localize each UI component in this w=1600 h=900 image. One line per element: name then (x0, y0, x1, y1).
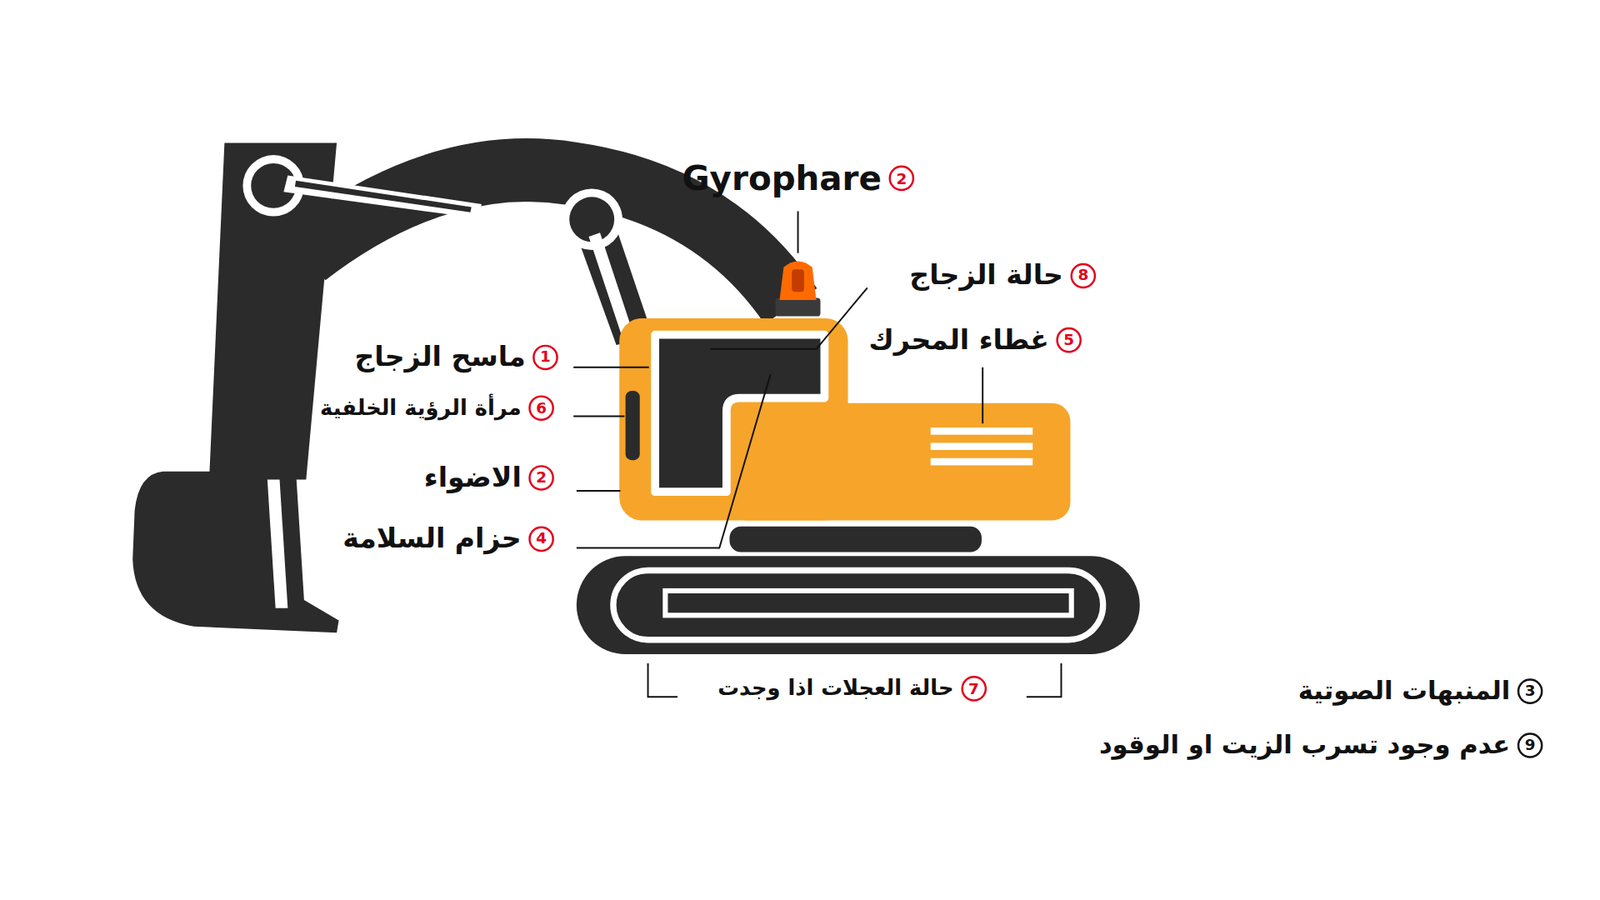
leader-line (797, 210, 800, 253)
callout-number: 5 (1055, 326, 1082, 353)
callout-label: عدم وجود تسرب الزيت او الوقود 9 (1099, 730, 1544, 761)
callout-number: 4 (528, 525, 555, 552)
callout-number: 1 (532, 344, 559, 370)
beacon-base (775, 298, 821, 317)
engine-vent (930, 427, 1033, 435)
leader-line (576, 490, 621, 492)
part-label: حزام السلامة (342, 522, 521, 556)
track-frame (665, 590, 1071, 615)
bracket (1026, 663, 1062, 697)
leader-line (981, 367, 984, 424)
bucket (132, 471, 339, 633)
part-label: ماسح الزجاج (354, 340, 525, 375)
engine-vent (930, 442, 1033, 450)
track (576, 555, 1140, 655)
hydraulic-rod (283, 175, 482, 219)
part-label: عدم وجود تسرب الزيت او الوقود (1099, 730, 1510, 761)
part-label: حالة العجلات اذا وجدت (717, 675, 954, 702)
rear-mirror (625, 390, 640, 460)
engine-body (728, 403, 1070, 521)
hydraulic-rod-core (295, 180, 472, 213)
callout-label: ماسح الزجاج 1 (354, 340, 558, 375)
beacon-dome (780, 260, 817, 300)
callout-number: 3 (1517, 678, 1544, 705)
part-label: غطاء المحرك (869, 323, 1050, 357)
callout-number: 6 (528, 395, 555, 421)
engine-vent (930, 458, 1033, 466)
callout-label: حزام السلامة 4 (342, 522, 555, 556)
callout-number: 7 (960, 675, 987, 702)
part-label: حالة الزجاج (909, 259, 1064, 293)
part-label: المنبهات الصوتية (1298, 675, 1511, 707)
callout-label: حالة العجلات اذا وجدت7 (717, 675, 986, 702)
leader-line (573, 415, 625, 418)
part-label: مرأة الرؤية الخلفية (320, 395, 522, 421)
callout-label: الاضواء2 (424, 460, 555, 495)
cylinder-rod (589, 232, 634, 335)
leader-line (710, 287, 868, 349)
callout-label: حالة الزجاج8 (909, 259, 1096, 293)
callout-label: مرأة الرؤية الخلفية6 (320, 395, 555, 421)
callout-label: Gyrophare 2 (681, 158, 915, 199)
leader-line (573, 366, 650, 369)
callout-label: غطاء المحرك5 (869, 323, 1082, 357)
part-label: Gyrophare (681, 158, 882, 199)
callout-number: 2 (528, 465, 555, 491)
callout-number: 8 (1070, 262, 1096, 289)
leader-line (576, 374, 771, 548)
bucket-gap (267, 480, 288, 609)
cab-window (655, 335, 825, 493)
callout-label: المنبهات الصوتية3 (1298, 675, 1544, 707)
callout-number: 2 (889, 165, 915, 192)
swing-base (730, 526, 982, 553)
beacon-lamp (791, 269, 805, 292)
bracket (648, 663, 679, 697)
pivot-pin (569, 196, 615, 242)
part-label: الاضواء (424, 460, 522, 495)
callout-number: 9 (1517, 732, 1544, 759)
track-wheel-outline (613, 570, 1104, 640)
